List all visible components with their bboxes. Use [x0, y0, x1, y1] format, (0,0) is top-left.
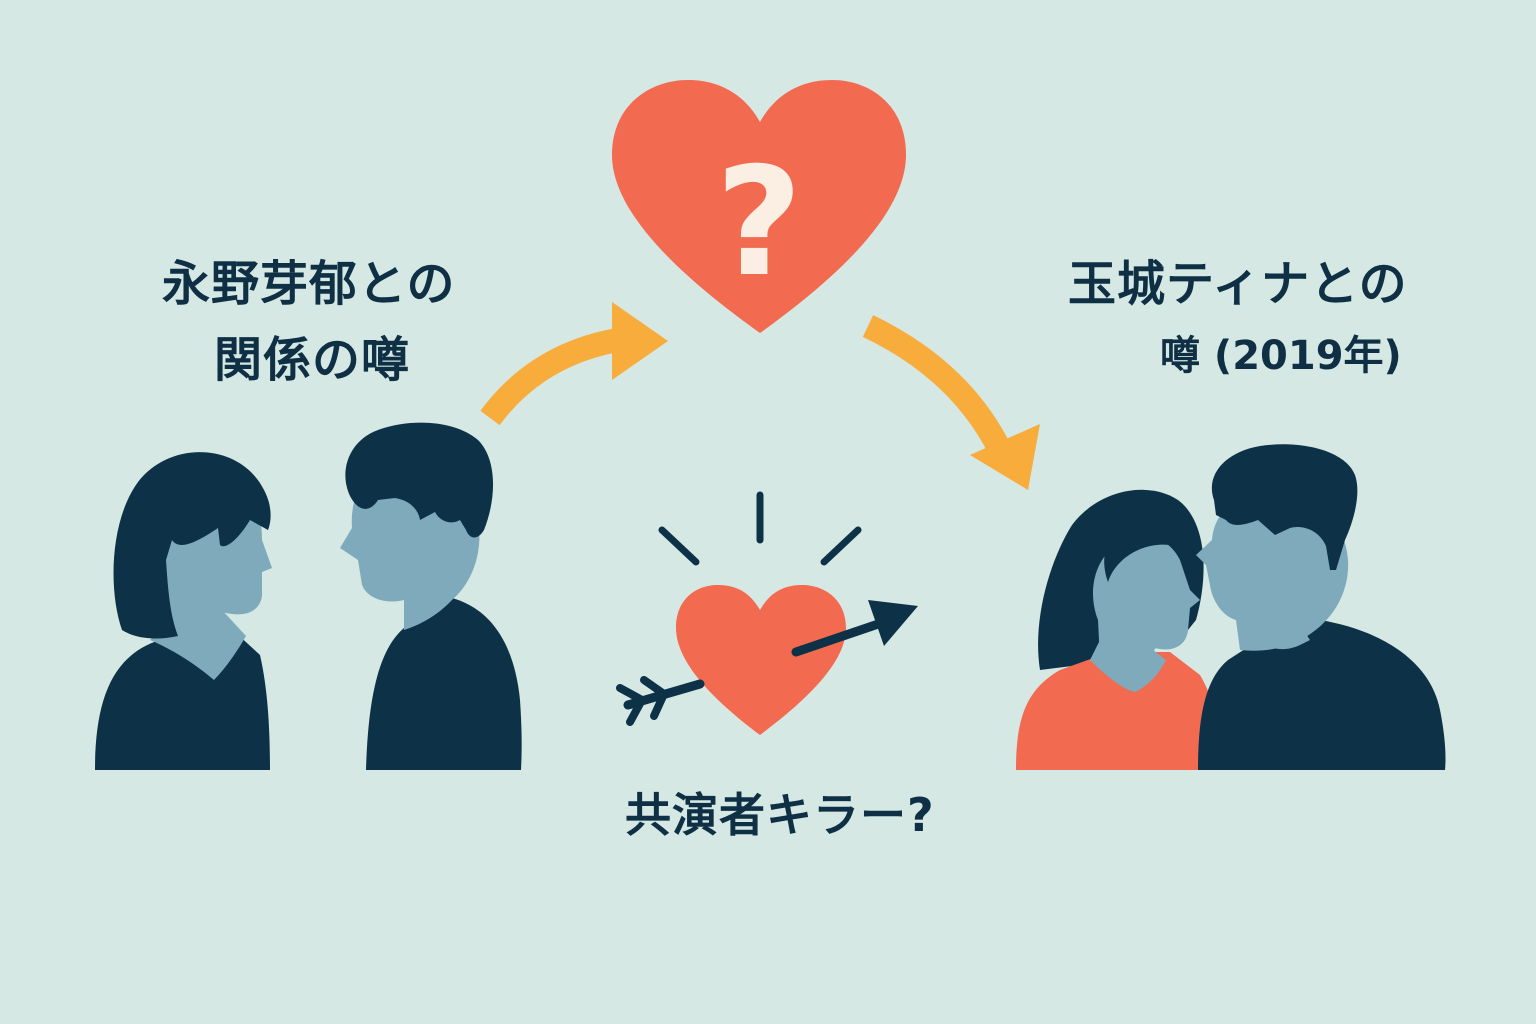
costar-killer-caption: 共演者キラー?	[625, 788, 935, 842]
heart-question-icon: ?	[612, 80, 906, 333]
arrow-fletch-3	[640, 676, 668, 698]
arrow-shaft-head	[791, 615, 895, 657]
middle-heart-shape	[676, 585, 846, 735]
arrow-fletch-2	[626, 696, 646, 726]
right-woman-silhouette	[1016, 489, 1222, 770]
arrow-fletch-4	[650, 690, 668, 720]
question-mark-text: ?	[715, 136, 802, 310]
right-man-silhouette	[1196, 444, 1446, 770]
arrow-tip	[868, 600, 918, 646]
curved-arrow-right-up-icon	[480, 302, 668, 426]
sparkle-line-left	[658, 526, 700, 566]
sparkle-line-right	[820, 526, 862, 566]
arrow-fletch-1	[616, 684, 646, 704]
right-rumor-title-line2: 噂 (2019年)	[1160, 333, 1402, 379]
left-man-silhouette	[340, 422, 522, 770]
right-rumor-title-line1: 玉城ティナとの	[1068, 256, 1408, 312]
left-rumor-title-line1: 永野芽郁との	[162, 256, 456, 312]
left-woman-silhouette	[95, 452, 272, 770]
curved-arrow-right-down-icon	[862, 315, 1040, 490]
left-rumor-title-line2: 関係の噂	[214, 332, 411, 388]
heart-arrow-icon	[616, 491, 918, 735]
top-heart-shape	[612, 80, 906, 333]
